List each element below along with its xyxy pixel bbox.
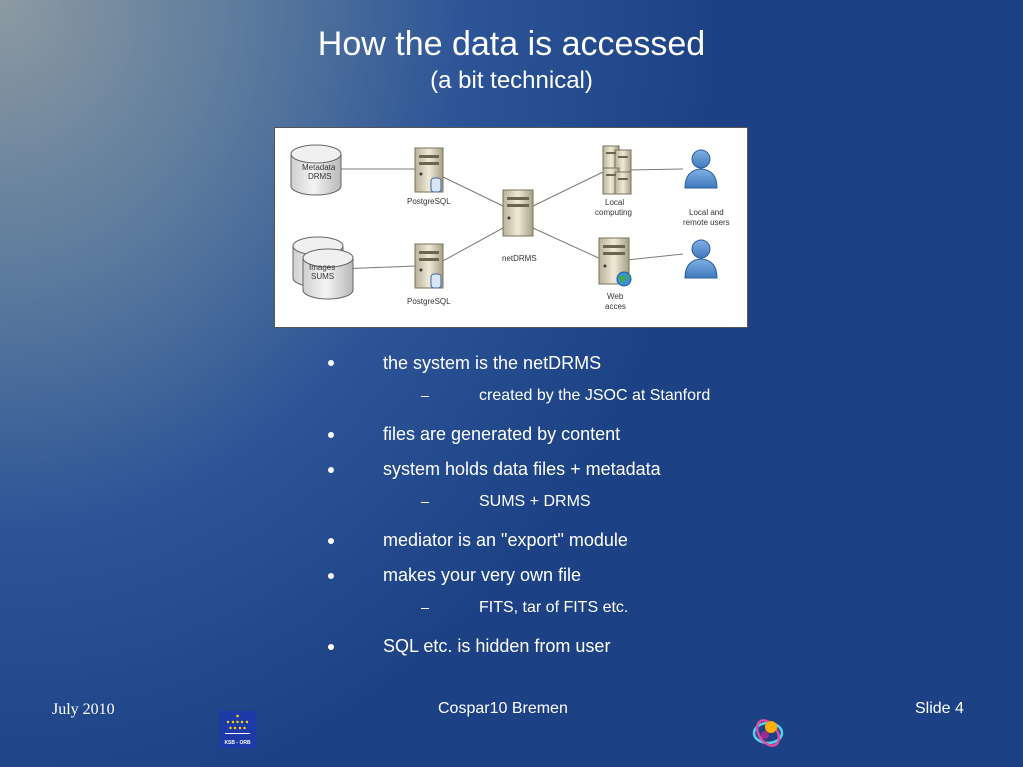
slide-subtitle: (a bit technical) [430, 67, 593, 94]
footer-slide-number: Slide 4 [915, 700, 964, 717]
sub-bullet-dash [421, 396, 429, 397]
local-computing-label-line1: Local [605, 198, 624, 207]
sub-bullet-item: SUMS + DRMS [479, 493, 591, 510]
postgresql-top-label: PostgreSQL [407, 197, 451, 206]
images-sums-database-icon [292, 236, 354, 300]
postgresql-server-top-icon [414, 147, 444, 193]
images-label-line1: Images [309, 263, 335, 272]
ksb-orb-logo: KSB - ORB [219, 711, 256, 748]
local-computing-cluster-icon [602, 145, 632, 195]
netdrms-server-icon [502, 189, 534, 237]
users-label-line2: remote users [683, 218, 730, 227]
sub-bullet-dash [421, 608, 429, 609]
bullet-dot [328, 538, 334, 544]
diagram-canvas: Metadata DRMS Images SUMS PostgreSQL [290, 144, 730, 311]
bullet-item: the system is the netDRMS [383, 353, 602, 373]
bullet-item: files are generated by content [383, 424, 621, 444]
user-bottom-icon [684, 239, 718, 279]
bullet-item: makes your very own file [383, 565, 582, 585]
eu-stars-icon [225, 714, 250, 734]
cospar-logo [752, 719, 784, 747]
images-label-line2: SUMS [311, 272, 334, 281]
postgresql-server-bottom-icon [414, 243, 444, 289]
footer-event: Cospar10 Bremen [438, 700, 568, 717]
bullet-item: SQL etc. is hidden from user [383, 636, 611, 656]
bullet-dot [328, 573, 334, 579]
sub-bullet-item: created by the JSOC at Stanford [479, 387, 711, 404]
bullet-dot [328, 360, 334, 366]
postgresql-bottom-label: PostgreSQL [407, 297, 451, 306]
globe-icon [616, 271, 632, 287]
bullet-item: mediator is an "export" module [383, 530, 628, 550]
slide-title: How the data is accessed [317, 25, 706, 63]
sub-bullet-dash [421, 502, 429, 503]
architecture-diagram: Metadata DRMS Images SUMS PostgreSQL [274, 127, 748, 328]
metadata-label-line2: DRMS [308, 172, 332, 181]
bullet-dot [328, 644, 334, 650]
metadata-drms-database-icon [290, 144, 342, 196]
metadata-label-line1: Metadata [302, 163, 336, 172]
users-label-line1: Local and [689, 208, 724, 217]
local-computing-label-line2: computing [595, 208, 632, 217]
sub-bullet-item: FITS, tar of FITS etc. [479, 599, 629, 616]
web-access-label-line1: Web [607, 292, 624, 301]
bullet-item: system holds data files + metadata [383, 459, 661, 479]
web-access-label-line2: acces [605, 302, 626, 311]
netdrms-label: netDRMS [502, 254, 537, 263]
ksb-orb-logo-text: KSB - ORB [224, 740, 251, 746]
bullet-dot [328, 467, 334, 473]
user-top-icon [684, 149, 718, 189]
footer-date: July 2010 [52, 701, 115, 718]
bullet-dot [328, 432, 334, 438]
